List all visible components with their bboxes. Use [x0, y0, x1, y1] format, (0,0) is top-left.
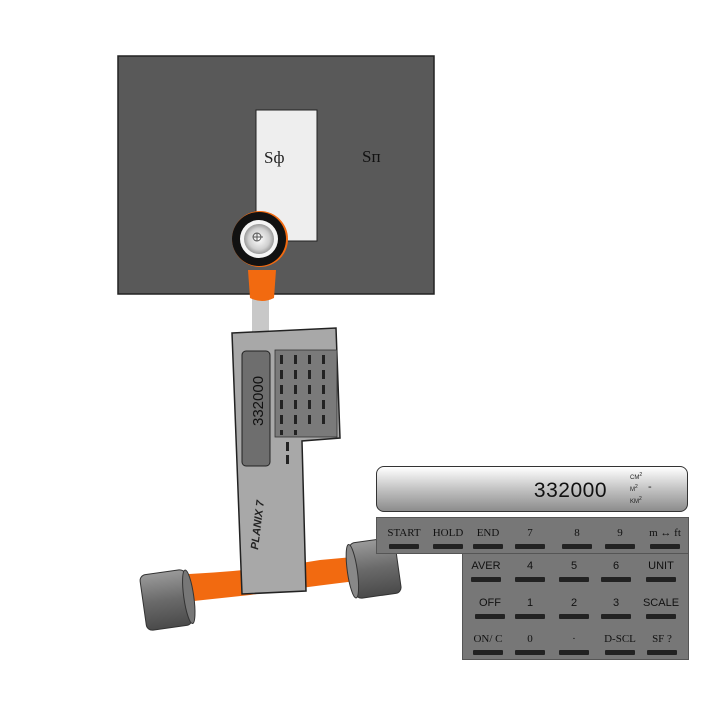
body-keypad	[274, 349, 338, 438]
key-d-scl[interactable]: D-SCL	[595, 624, 645, 660]
key-aver[interactable]: AVER	[461, 551, 511, 587]
unit-indicator: -	[648, 481, 652, 493]
key-hold[interactable]: HOLD	[423, 518, 473, 554]
region-label: Sп	[362, 147, 381, 166]
body-display-value: 332000	[250, 376, 267, 426]
left-roller	[139, 569, 196, 631]
enlarged-display-value: 332000	[533, 479, 607, 502]
unit-label-km2: KM2	[630, 496, 642, 505]
key-m-ft[interactable]: m ↔ ft	[640, 518, 690, 554]
body-display-frame	[241, 350, 271, 467]
unit-label-m2: M2	[630, 484, 638, 493]
key-8[interactable]: 8	[552, 518, 602, 554]
key-sf[interactable]: SF ?	[637, 624, 687, 660]
key-0[interactable]: 0	[505, 624, 555, 660]
keypad-top-row: START HOLD END 7 8 9 m ↔ ft	[376, 517, 689, 554]
tracer-link	[248, 270, 276, 301]
key-6[interactable]: 6	[591, 551, 641, 587]
key-9[interactable]: 9	[595, 518, 645, 554]
key-scale[interactable]: SCALE	[636, 588, 686, 624]
key-on-c[interactable]: ON/ C	[463, 624, 513, 660]
key-off[interactable]: OFF	[465, 588, 515, 624]
key-4[interactable]: 4	[505, 551, 555, 587]
key-5[interactable]: 5	[549, 551, 599, 587]
tracer-rod	[252, 296, 269, 336]
key-end[interactable]: END	[463, 518, 513, 554]
keypad-main: AVER 4 5 6 UNIT OFF 1 2 3 SCALE ON/ C 0 …	[462, 553, 689, 660]
unit-label-cm2: CM2	[630, 472, 643, 481]
key-7[interactable]: 7	[505, 518, 555, 554]
figure-label: Sф	[264, 148, 284, 167]
enlarged-display: 332000 CM2 M2 KM2 -	[376, 466, 688, 512]
key-2[interactable]: 2	[549, 588, 599, 624]
body-keypad-keys	[280, 355, 325, 464]
key-start[interactable]: START	[379, 518, 429, 554]
key-unit[interactable]: UNIT	[636, 551, 686, 587]
key-decimal[interactable]: ·	[549, 624, 599, 660]
key-1[interactable]: 1	[505, 588, 555, 624]
tracer-lens[interactable]	[232, 211, 288, 267]
key-3[interactable]: 3	[591, 588, 641, 624]
